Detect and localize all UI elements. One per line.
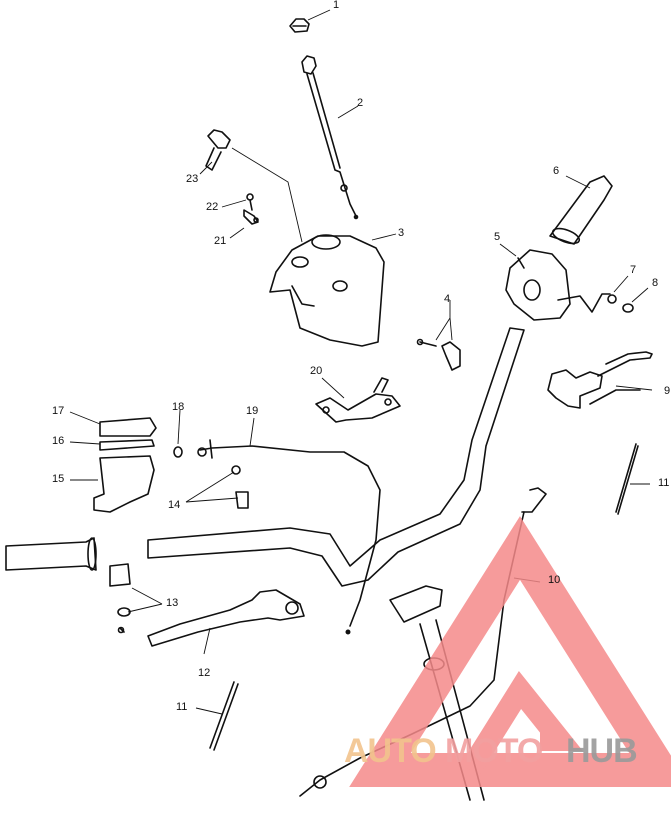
part-9-lever (547, 351, 653, 409)
callout-6: 6 (553, 165, 560, 177)
callout-13: 13 (166, 597, 179, 609)
callout-8: 8 (652, 277, 659, 289)
part-11-pin-right (615, 443, 639, 515)
callout-7: 7 (630, 264, 637, 276)
callout-19: 19 (246, 405, 259, 417)
part-2-cable (301, 55, 359, 220)
part-19-cable (197, 439, 381, 635)
part-11-pin-left (209, 681, 239, 751)
callout-4: 4 (444, 293, 451, 305)
callout-11-left: 11 (176, 701, 188, 713)
part-18-grommet (173, 446, 183, 458)
callout-16: 16 (52, 435, 65, 447)
part-14-clip (231, 465, 249, 509)
callout-9: 9 (664, 385, 671, 397)
part-3-housing (269, 234, 385, 347)
part-17-cap (99, 417, 157, 437)
watermark-part-auto: AUTO (344, 732, 437, 770)
part-23-fitting (205, 129, 231, 171)
callout-21: 21 (214, 235, 227, 247)
part-22-screw (246, 193, 254, 211)
part-4-clamp (416, 338, 461, 371)
callout-20: 20 (310, 365, 323, 377)
watermark-part-hub: HUB (566, 732, 638, 770)
part-21-washer (243, 209, 259, 225)
handlebar-tube (147, 327, 525, 587)
watermark-part-moto: MOTO (445, 732, 543, 770)
callout-14: 14 (168, 499, 181, 511)
callout-10: 10 (548, 574, 561, 586)
callout-2: 2 (357, 97, 364, 109)
callout-23: 23 (186, 173, 199, 185)
callout-11-right: 11 (658, 477, 670, 489)
callout-1: 1 (333, 0, 340, 11)
callout-5: 5 (494, 231, 501, 243)
part-1-cap (289, 18, 310, 33)
part-6-grip (549, 175, 613, 245)
part-13-clamp (109, 563, 131, 634)
watermark-text: AUTO MOTO HUB (344, 734, 666, 774)
part-15-reservoir (93, 455, 155, 513)
part-10-cable (299, 487, 547, 797)
callout-3: 3 (398, 227, 405, 239)
part-16-gasket (99, 439, 155, 451)
part-7-nut (607, 294, 617, 304)
callout-12: 12 (198, 667, 211, 679)
part-20-bracket (315, 377, 401, 423)
part-8-nut (622, 303, 634, 313)
callout-18: 18 (172, 401, 185, 413)
callout-15: 15 (52, 473, 65, 485)
callout-22: 22 (206, 201, 219, 213)
callout-17: 17 (52, 405, 65, 417)
part-12-lever (147, 589, 305, 647)
watermark-logo (349, 516, 671, 787)
part-5-switch-housing (505, 249, 611, 321)
left-grip (5, 537, 97, 571)
